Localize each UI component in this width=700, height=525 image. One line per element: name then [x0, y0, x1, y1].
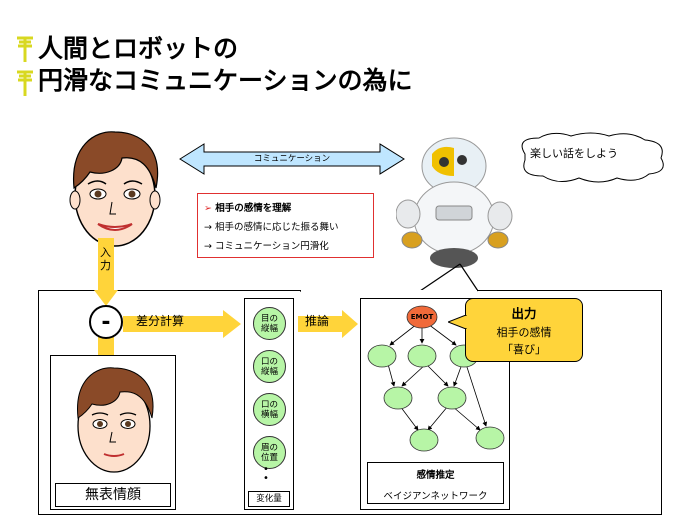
inference-arrow	[298, 310, 358, 338]
speech-cloud	[521, 132, 664, 183]
input-label: 入力	[100, 246, 111, 272]
output-emotion-label: 相手の感情	[496, 326, 552, 339]
communication-label: コミュニケーション	[253, 154, 331, 164]
slide-title: 人間とロボットの 円滑なコミュニケーションの為に	[38, 33, 413, 97]
difference-arrow	[123, 310, 241, 338]
neutral-face-label: 無表情顔	[55, 483, 171, 507]
neutral-face-illustration	[77, 367, 154, 473]
emot-node-label: EMOT	[410, 313, 434, 321]
robot-callout	[300, 263, 479, 292]
feature-mouth-height: 口の 縦幅	[253, 350, 286, 383]
bullet-arrow-icon: ➢	[204, 203, 216, 214]
feature-mouth-width-line1: 口の	[260, 399, 278, 410]
feature-eye-height-line1: 目の	[260, 313, 278, 324]
understanding-line-1: ➢ 相手の感情を理解	[204, 200, 291, 214]
understanding-line-3: → コミュニケーション円滑化	[204, 241, 329, 252]
output-box: 出力 相手の感情 「喜び」	[465, 298, 583, 362]
speech-text: 楽しい話をしよう	[530, 147, 618, 160]
difference-label: 差分計算	[136, 314, 185, 328]
inference-label: 推論	[305, 314, 330, 328]
bayesian-label-subtitle: ベイジアンネットワーク	[383, 491, 488, 502]
output-emotion-value: 「喜び」	[502, 343, 546, 356]
bayesian-network-label: 感情推定 ベイジアンネットワーク	[367, 462, 504, 504]
feature-column: 目の 縦幅 口の 縦幅 口の 横幅 眉の 位置 • • 変化量	[244, 298, 294, 510]
feature-brow-position-line1: 眉の	[260, 442, 278, 453]
output-title: 出力	[511, 306, 537, 321]
bayesian-label-title: 感情推定	[416, 470, 455, 481]
input-arrow	[94, 238, 118, 306]
feature-mouth-height-line2: 縦幅	[260, 366, 278, 377]
feature-eye-height-line2: 縦幅	[260, 323, 278, 334]
understanding-line-2: → 相手の感情に応じた振る舞い	[204, 222, 339, 233]
feature-mouth-width-line2: 横幅	[260, 409, 278, 420]
output-callout-pointer	[448, 315, 468, 329]
minus-operator: -	[89, 305, 123, 339]
communication-arrow	[179, 143, 405, 175]
understanding-line-1-text: 相手の感情を理解	[215, 203, 292, 214]
feature-brow-position-line2: 位置	[260, 452, 278, 463]
human-face-illustration	[69, 131, 161, 247]
feature-mouth-width: 口の 横幅	[253, 393, 286, 426]
feature-column-label: 変化量	[248, 491, 290, 507]
feature-more-dots: • •	[263, 464, 269, 484]
feature-mouth-height-line1: 口の	[260, 356, 278, 367]
robot-illustration	[396, 137, 513, 268]
feature-brow-position: 眉の 位置	[253, 436, 286, 469]
emotion-understanding-box: ➢ 相手の感情を理解 → 相手の感情に応じた振る舞い → コミュニケーション円滑…	[197, 193, 374, 258]
title-line-2: 円滑なコミュニケーションの為に	[38, 66, 413, 95]
neutral-face-connector	[98, 337, 114, 357]
title-bullet-icons	[17, 36, 33, 96]
title-line-1: 人間とロボットの	[38, 34, 239, 63]
feature-eye-height: 目の 縦幅	[253, 307, 286, 340]
bayesian-network-graph	[367, 305, 505, 452]
